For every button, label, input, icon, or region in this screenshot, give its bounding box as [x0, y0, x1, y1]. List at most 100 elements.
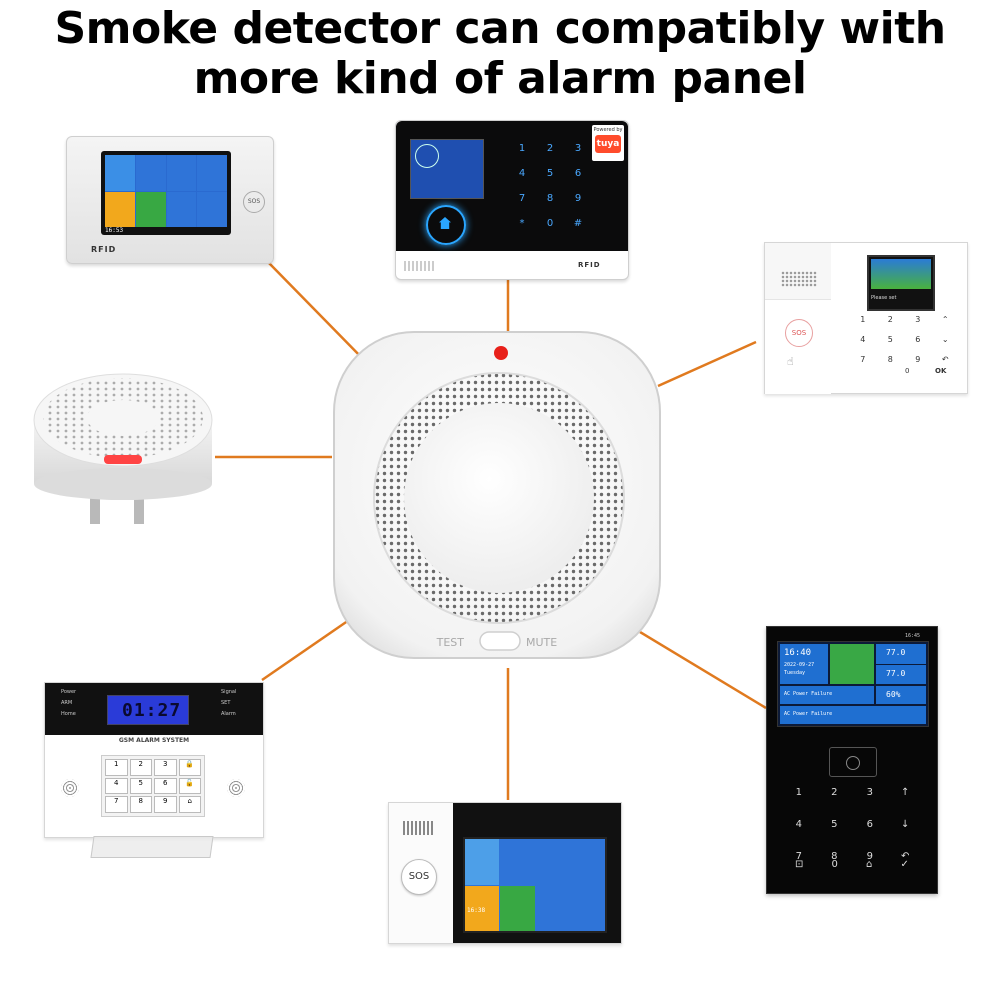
- mute-label: MUTE: [526, 636, 557, 649]
- keypad-key[interactable]: 9: [866, 851, 873, 862]
- screen-time: 16:40: [784, 648, 812, 658]
- gsm-keypad: 1 2 3 🔒 4 5 6 🔓 7 8 9 ⌂: [101, 755, 205, 817]
- keypad-key[interactable]: 8: [831, 851, 838, 862]
- connector-right-upper: [657, 340, 757, 388]
- hub-status-led-icon: [104, 455, 142, 464]
- home-icon[interactable]: ⌂: [178, 796, 201, 813]
- keypad-key[interactable]: 5: [887, 335, 893, 344]
- keypad-key[interactable]: 5: [129, 777, 152, 795]
- indicator-home: Home: [61, 711, 76, 717]
- keypad-key[interactable]: 2: [546, 143, 554, 154]
- keypad-key[interactable]: 6: [154, 777, 177, 795]
- keypad-key[interactable]: 0: [831, 859, 838, 870]
- keypad-key[interactable]: 3: [915, 315, 921, 324]
- headline-line-1: Smoke detector can compatibly with: [54, 3, 946, 54]
- keypad-key[interactable]: 8: [887, 355, 893, 364]
- keypad-flip-cover[interactable]: [90, 836, 214, 858]
- unlock-icon[interactable]: 🔓: [178, 777, 201, 795]
- indicator-signal: Signal: [221, 689, 237, 695]
- panel-bottom-center-time: 16:38: [467, 907, 486, 914]
- keypad-key[interactable]: 2: [887, 315, 893, 324]
- panel-right-upper-sos-button[interactable]: SOS: [785, 319, 813, 347]
- check-icon[interactable]: ✓: [900, 859, 909, 870]
- keypad-key[interactable]: 9: [154, 796, 177, 813]
- gsm-lcd-screen: 01:27: [107, 695, 189, 725]
- chevron-up-icon[interactable]: ⌃: [941, 315, 949, 324]
- home-button-icon[interactable]: [426, 205, 466, 245]
- ok-key[interactable]: OK: [935, 367, 947, 375]
- keypad-key[interactable]: 1: [860, 315, 866, 324]
- panel-top-left: 16:53 SOS RFID: [66, 136, 274, 264]
- keypad-key[interactable]: 2: [129, 759, 152, 776]
- arrow-down-icon[interactable]: ↓: [901, 819, 910, 830]
- keypad-key[interactable]: 0: [905, 367, 910, 375]
- panel-bottom-center-sos-button[interactable]: SOS: [401, 859, 437, 895]
- gsm-clock: 01:27: [122, 700, 182, 721]
- back-icon[interactable]: ↶: [901, 851, 910, 862]
- keypad-key[interactable]: 2: [831, 787, 838, 798]
- keypad-key[interactable]: 5: [546, 168, 554, 179]
- keypad-key[interactable]: 6: [866, 819, 873, 830]
- speaker-grille: [404, 261, 434, 271]
- keypad-key[interactable]: 4: [795, 819, 802, 830]
- keypad-key[interactable]: 7: [518, 193, 526, 204]
- indicator-alarm: Alarm: [221, 711, 236, 717]
- tuya-badge: Powered by tuya: [592, 125, 624, 161]
- keypad-key[interactable]: 7: [860, 355, 866, 364]
- keypad-key[interactable]: 9: [915, 355, 921, 364]
- keypad-key[interactable]: 1: [795, 787, 802, 798]
- gsm-right-indicators: Signal SET Alarm: [221, 687, 236, 720]
- panel-bottom-center-screen: [463, 837, 607, 933]
- lock-icon[interactable]: ⊡: [795, 859, 804, 870]
- keypad-key[interactable]: 7: [795, 851, 802, 862]
- keypad-key[interactable]: 5: [831, 819, 838, 830]
- connector-top-left: [267, 261, 367, 363]
- connector-left-bottom: [261, 616, 353, 682]
- panel-right-upper-keypad: 1 2 3 ⌃ 4 5 6 ⌄ 7 8 9 ↶: [849, 315, 959, 375]
- keypad-key[interactable]: *: [519, 218, 525, 229]
- keypad-key[interactable]: 0: [546, 218, 554, 229]
- panel-right-lower: 16:45 16:40 2022-09-27 Tuesday 77.0 77.0…: [766, 626, 938, 894]
- keypad-key[interactable]: 7: [105, 796, 128, 813]
- keypad-key[interactable]: 4: [105, 777, 128, 795]
- keypad-key[interactable]: 8: [129, 796, 152, 813]
- lock-icon[interactable]: 🔒: [178, 759, 201, 776]
- keypad-key[interactable]: 1: [105, 759, 128, 776]
- keypad-key[interactable]: #: [573, 218, 583, 229]
- headline: Smoke detector can compatibly with more …: [0, 4, 1000, 104]
- panel-bottom-center: SOS 16:38: [388, 802, 622, 944]
- keypad-key[interactable]: 4: [860, 335, 866, 344]
- screen-date: 2022-09-27: [784, 662, 815, 668]
- screen-status-1: AC Power Failure: [784, 691, 833, 697]
- round-hub: [33, 373, 213, 524]
- chevron-down-icon[interactable]: ⌄: [941, 335, 949, 344]
- headline-line-2: more kind of alarm panel: [193, 53, 807, 104]
- keypad-key[interactable]: 6: [574, 168, 582, 179]
- screen-day: Tuesday: [784, 670, 806, 676]
- rfid-reader-icon: [829, 747, 877, 777]
- panel-top-left-sos-button[interactable]: SOS: [243, 191, 265, 213]
- panel-top-center: 1 2 3 4 5 6 7 8 9 * 0 # Powered by tuya …: [395, 120, 629, 280]
- keypad-key[interactable]: 9: [574, 193, 582, 204]
- keypad-key[interactable]: 3: [154, 759, 177, 776]
- panel-left-bottom: 01:27 Power ARM Home Signal SET Alarm GS…: [44, 682, 264, 838]
- back-icon[interactable]: ↶: [941, 355, 949, 364]
- arrow-up-icon[interactable]: ↑: [901, 787, 910, 798]
- keypad-key[interactable]: 6: [915, 335, 921, 344]
- keypad-key[interactable]: 4: [518, 168, 526, 179]
- test-mute-button: [479, 631, 521, 651]
- connector-right-lower: [639, 630, 767, 710]
- keypad-key[interactable]: 3: [574, 143, 582, 154]
- keypad-key[interactable]: 1: [518, 143, 526, 154]
- keypad-key[interactable]: 3: [866, 787, 873, 798]
- gsm-system-label: GSM ALARM SYSTEM: [118, 737, 190, 744]
- panel-top-left-time: 16:53: [105, 227, 124, 234]
- home-icon[interactable]: ⌂: [866, 859, 873, 870]
- keypad-key[interactable]: 8: [546, 193, 554, 204]
- powered-by-label: Powered by: [593, 127, 623, 133]
- indicator-arm: ARM: [61, 700, 73, 706]
- indicator-power: Power: [61, 689, 77, 695]
- detector-dome: [404, 403, 594, 593]
- rfid-tap-icon: ☝: [787, 355, 794, 368]
